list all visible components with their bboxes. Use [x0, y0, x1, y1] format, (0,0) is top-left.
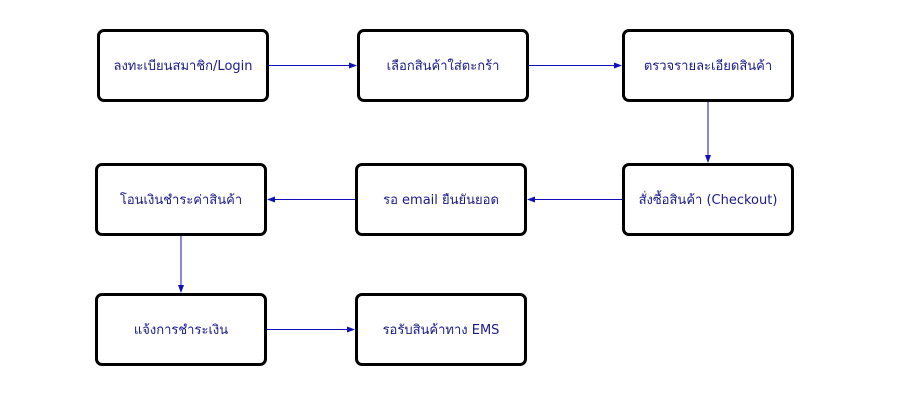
step-checkout: สั่งซื้อสินค้า (Checkout)	[622, 163, 794, 236]
step-register-login: ลงทะเบียนสมาชิก/Login	[97, 29, 269, 102]
step-select-to-cart: เลือกสินค้าใส่ตะกร้า	[357, 29, 529, 102]
step-notify-payment: แจ้งการชำระเงิน	[95, 293, 267, 366]
step-await-email: รอ email ยืนยันยอด	[355, 163, 527, 236]
step-transfer-payment: โอนเงินชำระค่าสินค้า	[95, 163, 267, 236]
step-label: รอ email ยืนยันยอด	[383, 193, 499, 208]
step-label: สั่งซื้อสินค้า (Checkout)	[638, 193, 778, 208]
step-label: รอรับสินค้าทาง EMS	[382, 323, 500, 338]
step-label: แจ้งการชำระเงิน	[133, 323, 229, 338]
step-receive-ems: รอรับสินค้าทาง EMS	[355, 293, 527, 366]
step-label: เลือกสินค้าใส่ตะกร้า	[386, 59, 500, 74]
step-label: ลงทะเบียนสมาชิก/Login	[113, 59, 253, 74]
step-label: ตรวจรายละเอียดสินค้า	[643, 59, 773, 74]
step-review-details: ตรวจรายละเอียดสินค้า	[622, 29, 794, 102]
step-label: โอนเงินชำระค่าสินค้า	[119, 193, 243, 208]
